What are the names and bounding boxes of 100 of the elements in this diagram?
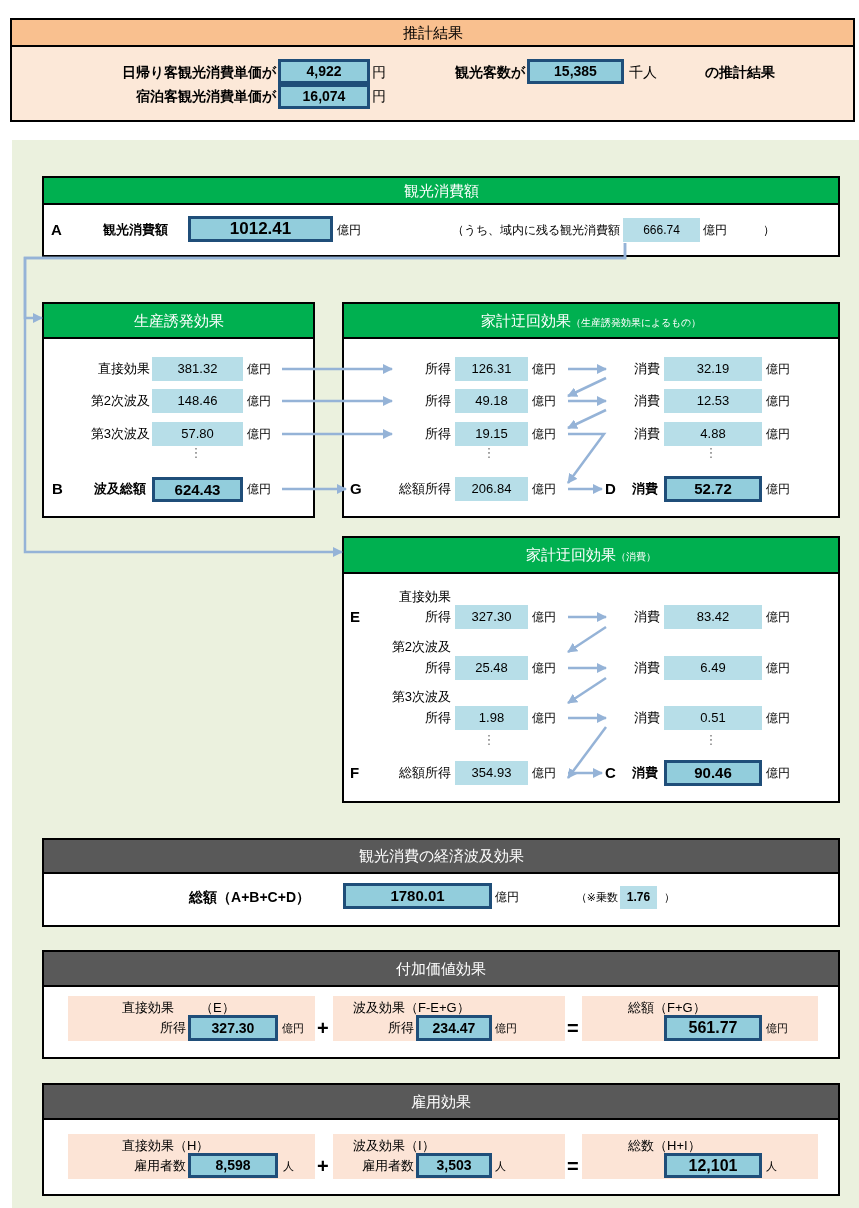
flow-arrow (567, 676, 607, 705)
formula-term-panel (68, 996, 315, 1041)
term-heading: 直接効果（H） (122, 1138, 210, 1154)
value-box: 4.88 (664, 422, 762, 446)
unit-label: 億円 (766, 426, 790, 442)
row-label: 宿泊客観光消費単価が (136, 88, 276, 104)
term-heading: 総数（H+I） (628, 1138, 701, 1154)
row-letter: C (605, 765, 616, 781)
unit-label: 億円 (766, 660, 790, 676)
value-box: 16,074 (278, 84, 370, 109)
formula-term-panel (333, 1134, 565, 1179)
row-letter: D (605, 481, 616, 497)
row-label: 第3次波及 (391, 689, 451, 705)
flow-arrow (282, 364, 393, 374)
flow-arrow (567, 726, 607, 779)
section-panel (42, 302, 315, 518)
row-label: 観光消費額 (103, 222, 168, 238)
value-box: 3,503 (416, 1153, 492, 1178)
unit-label: 億円 (247, 481, 271, 497)
section-panel (10, 18, 855, 122)
row-label: 消費 (634, 609, 660, 625)
flow-arrow (568, 612, 607, 622)
unit-label: 人 (495, 1159, 506, 1174)
flow-arrow (23, 243, 627, 557)
flow-arrow (282, 429, 393, 439)
panel-header: 生産誘発効果 (44, 304, 313, 339)
panel-header: 付加価値効果 (44, 952, 838, 987)
row-letter: G (350, 481, 362, 497)
unit-label: 億円 (532, 710, 556, 726)
row-label: （※乗数 (575, 890, 618, 905)
equals-sign: = (567, 1017, 579, 1039)
unit-label: 億円 (337, 222, 361, 238)
row-label: 消費 (634, 361, 660, 377)
unit-label: 億円 (282, 1021, 304, 1036)
flow-arrow (567, 432, 607, 484)
value-box: 666.74 (623, 218, 700, 242)
row-letter: B (52, 481, 63, 497)
flow-arrow (568, 713, 607, 723)
section-panel (42, 838, 840, 927)
unit-label: 人 (283, 1159, 294, 1174)
unit-label: 億円 (247, 393, 271, 409)
formula-term-panel (582, 996, 818, 1041)
row-label: 消費 (634, 426, 660, 442)
flow-arrow (567, 408, 607, 430)
ellipsis-mark: ⋮ (704, 731, 718, 749)
value-box: 354.93 (455, 761, 528, 785)
unit-label: 億円 (532, 765, 556, 781)
value-box: 6.49 (664, 656, 762, 680)
flow-arrow (567, 376, 607, 398)
value-box: 12,101 (664, 1153, 762, 1178)
value-box: 1012.41 (188, 216, 333, 242)
value-box: 8,598 (188, 1153, 278, 1178)
row-label: 消費 (634, 393, 660, 409)
row-letter: F (350, 765, 360, 781)
panel-header: 観光消費額 (44, 178, 838, 205)
panel-header: 家計迂回効果（消費） (344, 538, 838, 574)
row-label: 総額所得 (399, 765, 451, 781)
value-box: 49.18 (455, 389, 528, 413)
value-box: 327.30 (188, 1015, 278, 1041)
unit-label: ） (664, 890, 675, 905)
section-panel (342, 302, 840, 518)
unit-label: 億円 (766, 361, 790, 377)
row-label: 所得 (388, 1020, 414, 1036)
row-label: 消費 (634, 710, 660, 726)
section-panel (42, 1083, 840, 1196)
value-box: 19.15 (455, 422, 528, 446)
value-box: 234.47 (416, 1015, 492, 1041)
unit-label: 億円 (766, 765, 790, 781)
unit-label: 億円 (532, 609, 556, 625)
unit-label: 億円 (766, 609, 790, 625)
flow-arrow (568, 396, 607, 406)
value-box: 52.72 (664, 476, 762, 502)
value-box: 1.98 (455, 706, 528, 730)
equals-sign: = (567, 1155, 579, 1177)
unit-label: 円 (372, 64, 386, 80)
unit-label: 千人 (629, 64, 657, 80)
value-box: 25.48 (455, 656, 528, 680)
value-box: 624.43 (152, 477, 243, 502)
row-label: 日帰り客観光消費単価が (122, 64, 276, 80)
unit-label: 億円 (495, 1021, 517, 1036)
row-label: （うち、域内に残る観光消費額 (452, 222, 620, 238)
value-box: 327.30 (455, 605, 528, 629)
value-box: 1.76 (620, 886, 657, 909)
unit-label: 億円 (532, 426, 556, 442)
value-box: 83.42 (664, 605, 762, 629)
unit-label: 円 (372, 88, 386, 104)
panel-header: 家計迂回効果（生産誘発効果によるもの） (344, 304, 838, 339)
unit-label: 億円 (703, 222, 727, 238)
row-label: 総額所得 (399, 481, 451, 497)
row-label: 直接効果 (98, 361, 150, 377)
ellipsis-mark: ⋮ (482, 731, 496, 749)
section-panel (42, 950, 840, 1059)
term-heading: 波及効果（I） (353, 1138, 435, 1154)
row-label: 第3次波及 (90, 426, 150, 442)
unit-label: 億円 (766, 393, 790, 409)
row-label: 消費 (634, 660, 660, 676)
row-label: 観光客数が (455, 64, 525, 80)
summary-text: の推計結果 (705, 64, 775, 80)
value-box: 561.77 (664, 1015, 762, 1041)
row-label: 所得 (425, 609, 451, 625)
